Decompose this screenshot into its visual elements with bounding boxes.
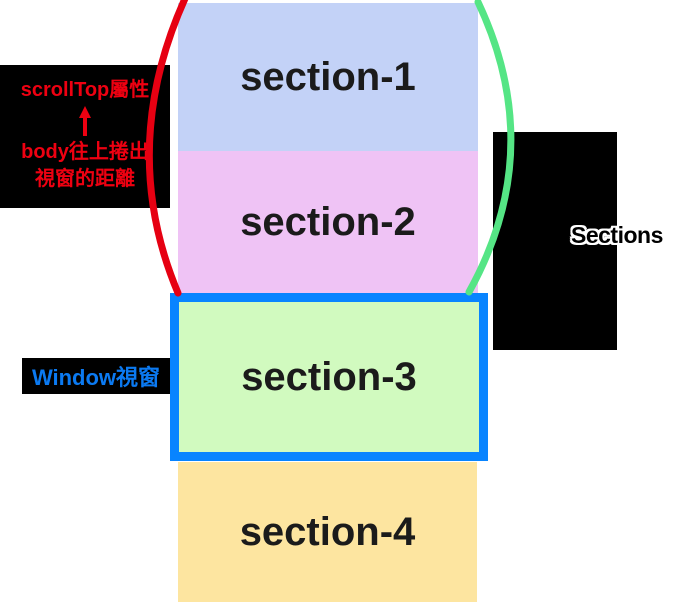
section-3-label: section-3 [241,354,417,399]
sections-callout: Sections [493,132,663,350]
window-viewport-callout: Window視窗 [22,358,170,394]
section-3-window-box: section-3 [170,293,488,461]
scrolltop-desc-line2: 視窗的距離 [35,168,135,190]
window-viewport-label: Window視窗 [31,365,161,390]
scrolltop-callout: scrollTop屬性 body往上捲出 視窗的距離 [0,65,170,208]
sections-callout-label: Sections [571,222,663,248]
section-2-box: section-2 [178,151,478,293]
section-1-box: section-1 [178,3,478,151]
section-2-label: section-2 [240,199,416,244]
section-1-label: section-1 [240,54,416,99]
scrolltop-title: scrollTop屬性 [20,79,150,101]
up-arrow-icon [76,105,94,137]
section-4-label: section-4 [239,509,416,554]
scrolltop-desc-line1: body往上捲出 [21,141,149,163]
section-4-box: section-4 [178,462,477,602]
